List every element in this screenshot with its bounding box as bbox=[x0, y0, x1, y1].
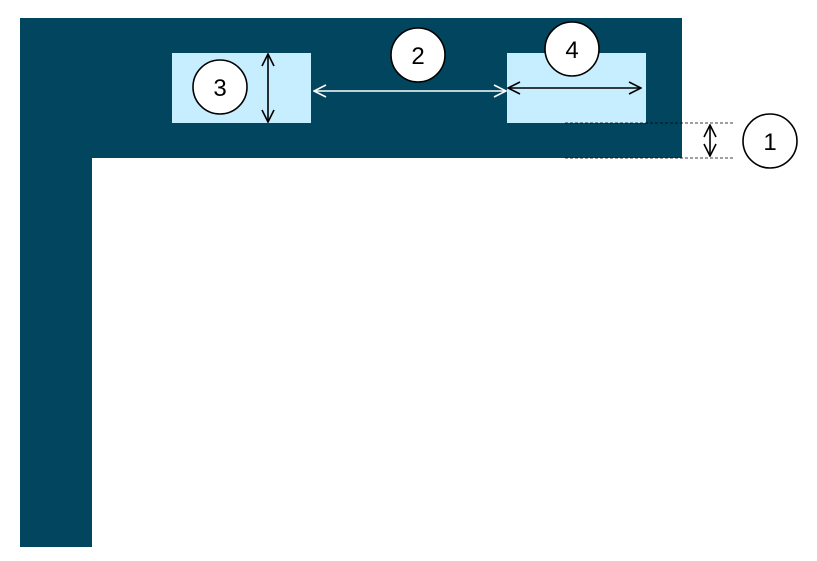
callout-2-label: 2 bbox=[411, 43, 424, 70]
callout-1: 1 bbox=[742, 113, 798, 169]
callout-1-label: 1 bbox=[763, 129, 776, 156]
l-shaped-bar bbox=[20, 18, 682, 547]
callout-3: 3 bbox=[192, 59, 248, 115]
callout-4: 4 bbox=[544, 21, 600, 77]
callout-3-label: 3 bbox=[213, 75, 226, 102]
callout-4-label: 4 bbox=[565, 37, 578, 64]
callout-2: 2 bbox=[390, 27, 446, 83]
